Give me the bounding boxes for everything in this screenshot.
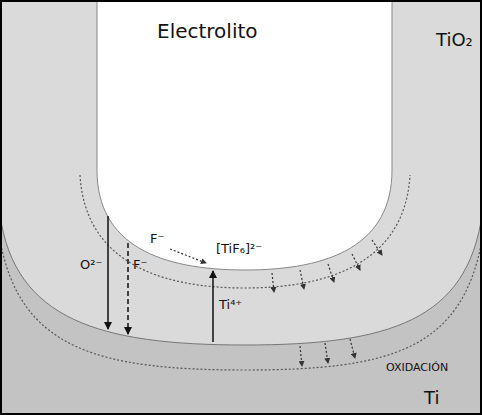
region-label: Electrolito xyxy=(157,20,258,43)
ion-label: F⁻ xyxy=(133,258,147,273)
ion-label: [TiF₆]²⁻ xyxy=(216,242,262,257)
oxidation-front xyxy=(0,240,482,370)
ion-label: F⁻ xyxy=(150,232,164,247)
dissolution-front xyxy=(80,175,410,288)
ion-label: Ti⁴⁺ xyxy=(219,298,242,313)
fluoride-migration-arrow xyxy=(127,243,129,334)
tio2-layer xyxy=(0,0,482,345)
material-label: Ti xyxy=(424,388,439,409)
dissolution-arrows xyxy=(272,240,382,292)
fluoride-attack-arrow xyxy=(170,249,206,263)
material-label: TiO₂ xyxy=(436,30,473,51)
oxide-ion-arrow xyxy=(107,216,109,329)
ion-label: O²⁻ xyxy=(80,258,102,273)
process-label: OXIDACIÓN xyxy=(386,362,448,375)
electrolyte-pore xyxy=(97,0,392,270)
oxidation-arrows xyxy=(300,339,355,366)
titanium-ion-arrow xyxy=(212,271,214,342)
